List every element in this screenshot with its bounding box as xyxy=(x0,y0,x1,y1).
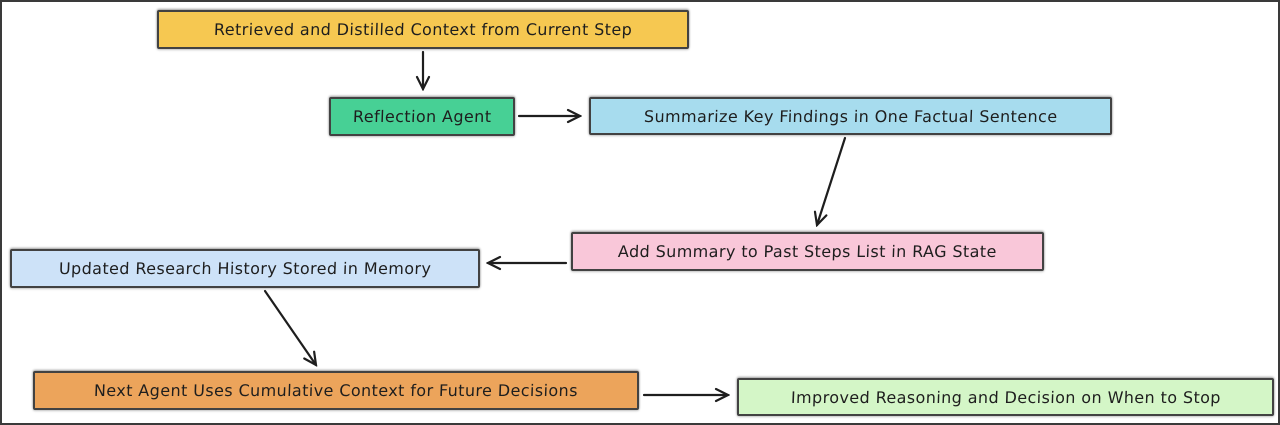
node-summarize-findings-label: Summarize Key Findings in One Factual Se… xyxy=(643,106,1058,126)
node-retrieved-context: Retrieved and Distilled Context from Cur… xyxy=(157,10,689,49)
node-add-summary-rag-state-label: Add Summary to Past Steps List in RAG St… xyxy=(617,242,998,261)
node-improved-reasoning-stop-label: Improved Reasoning and Decision on When … xyxy=(790,387,1221,407)
node-updated-history-memory-label: Updated Research History Stored in Memor… xyxy=(58,259,432,278)
node-add-summary-rag-state: Add Summary to Past Steps List in RAG St… xyxy=(571,232,1044,271)
node-reflection-agent-label: Reflection Agent xyxy=(352,107,492,126)
node-retrieved-context-label: Retrieved and Distilled Context from Cur… xyxy=(213,20,633,39)
arrow-summarize-to-addsummary xyxy=(817,136,847,225)
node-updated-history-memory: Updated Research History Stored in Memor… xyxy=(10,249,480,288)
node-next-agent-decisions-label: Next Agent Uses Cumulative Context for F… xyxy=(93,381,579,400)
node-next-agent-decisions: Next Agent Uses Cumulative Context for F… xyxy=(33,371,639,410)
arrow-history-to-nextagent xyxy=(263,289,316,365)
node-reflection-agent: Reflection Agent xyxy=(329,97,515,136)
node-summarize-findings: Summarize Key Findings in One Factual Se… xyxy=(589,97,1112,135)
node-improved-reasoning-stop: Improved Reasoning and Decision on When … xyxy=(737,378,1274,416)
